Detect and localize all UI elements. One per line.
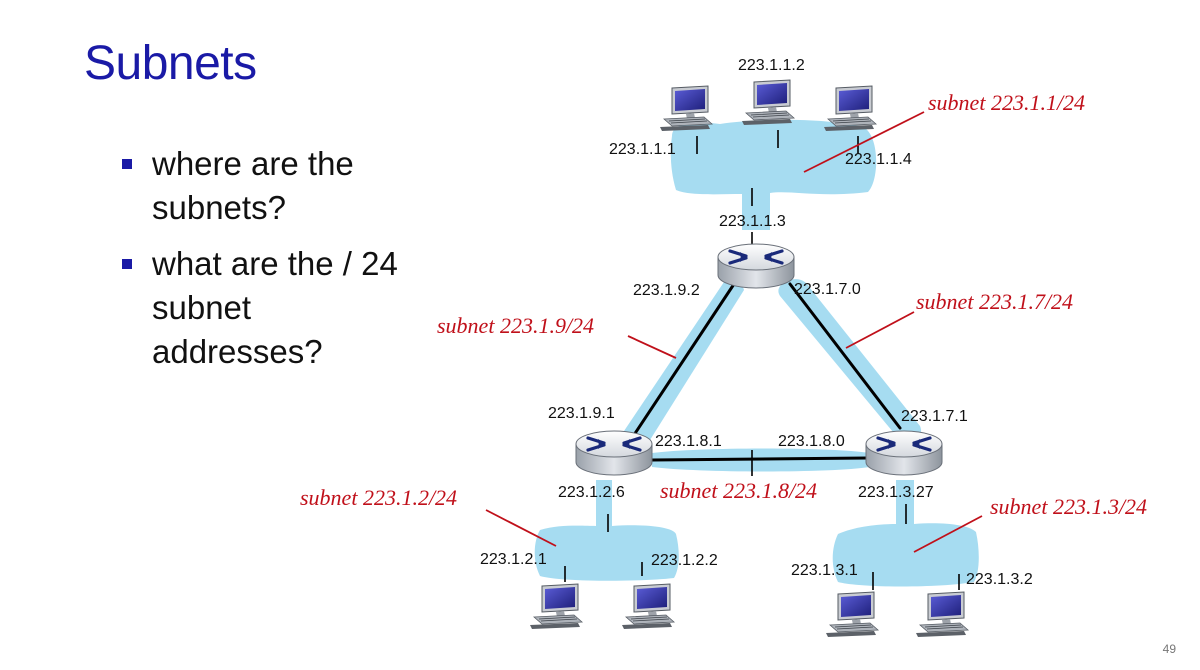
- address-label: 223.1.8.0: [778, 433, 845, 450]
- desktop-computer-icon: [529, 583, 583, 630]
- address-label: 223.1.9.2: [633, 282, 700, 299]
- bullet-item: what are the / 24 subnet addresses?: [122, 242, 402, 374]
- pointer-line-223-1-2: [485, 509, 557, 547]
- address-label: 223.1.2.2: [651, 552, 718, 569]
- address-label: 223.1.1.4: [845, 151, 912, 168]
- subnet-label: subnet 223.1.1/24: [928, 90, 1085, 115]
- bullet-square-icon: [122, 259, 132, 269]
- desktop-computer-icon: [741, 79, 795, 126]
- address-label: 223.1.1.3: [719, 213, 786, 230]
- bullet-text: where are the subnets?: [152, 145, 354, 226]
- address-label: 223.1.3.2: [966, 571, 1033, 588]
- pointer-line-223-1-7: [845, 311, 915, 349]
- bullet-text: what are the / 24 subnet addresses?: [152, 245, 398, 370]
- address-label: 223.1.1.2: [738, 57, 805, 74]
- desktop-computer-icon: [621, 583, 675, 630]
- address-label: 223.1.9.1: [548, 405, 615, 422]
- pointer-line-223-1-9: [627, 335, 677, 359]
- link-223-1-7: [788, 282, 902, 430]
- subnet-label: subnet 223.1.7/24: [916, 289, 1073, 314]
- pointer-line-223-1-3: [913, 515, 983, 553]
- subnet-label: subnet 223.1.3/24: [990, 494, 1147, 519]
- bullet-square-icon: [122, 159, 132, 169]
- router-icon: [864, 429, 944, 477]
- page-number: 49: [1162, 642, 1176, 656]
- address-label: 223.1.2.6: [558, 484, 625, 501]
- desktop-computer-icon: [825, 591, 879, 638]
- router-icon: [574, 429, 654, 477]
- subnet-label: subnet 223.1.8/24: [660, 478, 817, 503]
- address-label: 223.1.7.1: [901, 408, 968, 425]
- pointer-line-223-1-1: [803, 111, 925, 173]
- link-223-1-8: [650, 456, 870, 462]
- subnet-area-223-1-3: [832, 480, 979, 587]
- router-icon: [716, 242, 796, 290]
- subnet-label: subnet 223.1.9/24: [437, 313, 594, 338]
- bullet-list: where are the subnets? what are the / 24…: [122, 142, 402, 386]
- address-label: 223.1.1.1: [609, 141, 676, 158]
- subnet-area-223-1-2: [534, 480, 679, 581]
- link-223-1-9: [630, 282, 736, 440]
- address-label: 223.1.7.0: [794, 281, 861, 298]
- address-label: 223.1.2.1: [480, 551, 547, 568]
- subnet-area-223-1-1: [670, 119, 877, 230]
- slide-title: Subnets: [84, 37, 257, 90]
- bullet-item: where are the subnets?: [122, 142, 402, 230]
- desktop-computer-icon: [915, 591, 969, 638]
- address-label: 223.1.8.1: [655, 433, 722, 450]
- desktop-computer-icon: [659, 85, 713, 132]
- address-label: 223.1.3.27: [858, 484, 934, 501]
- address-label: 223.1.3.1: [791, 562, 858, 579]
- subnet-label: subnet 223.1.2/24: [300, 485, 457, 510]
